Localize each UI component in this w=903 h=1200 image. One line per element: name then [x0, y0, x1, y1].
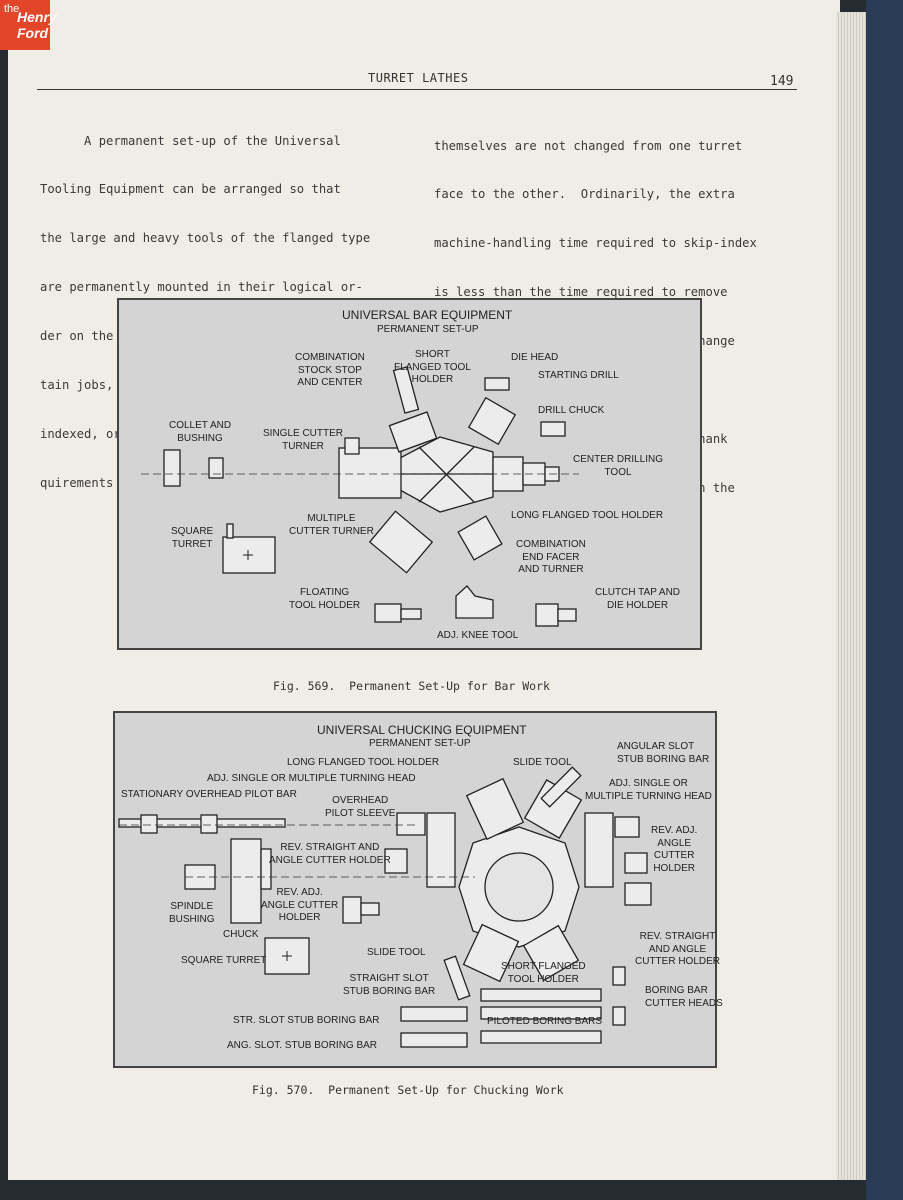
label-adj-single-right: ADJ. SINGLE OR MULTIPLE TURNING HEAD: [585, 778, 712, 802]
clutch-tap-holder: [535, 603, 559, 627]
text-line: face to the other. Ordinarily, the extra: [434, 187, 735, 202]
chucking-equipment-drawing: [118, 766, 652, 1048]
label-collet: COLLET AND BUSHING: [169, 420, 232, 444]
label-knee-tool: ADJ. KNEE TOOL: [437, 630, 519, 641]
running-head: TURRET LATHES: [368, 71, 469, 85]
multiple-cutter-turner: [368, 510, 434, 574]
rev-straight-holder-left: [384, 848, 408, 874]
figure-569-caption: Fig. 569. Permanent Set-Up for Bar Work: [273, 679, 550, 693]
figure-570-caption: Fig. 570. Permanent Set-Up for Chucking …: [252, 1083, 564, 1097]
text-line: are permanently mounted in their logical…: [40, 280, 363, 295]
henry-ford-logo: the Henry Ford: [0, 0, 57, 50]
single-cutter-turner: [338, 447, 402, 499]
label-short-flanged: SHORT FLANGED TOOL HOLDER: [501, 961, 586, 985]
label-rev-straight-left: REV. STRAIGHT AND ANGLE CUTTER HOLDER: [269, 842, 391, 866]
cutter-head-2: [612, 1006, 626, 1026]
logo-the: the: [4, 3, 20, 15]
label-slide-tool-bottom: SLIDE TOOL: [367, 947, 426, 958]
floating-holder: [374, 603, 402, 623]
piloted-bar-1: [480, 988, 602, 1002]
figure-title: UNIVERSAL BAR EQUIPMENT: [342, 308, 513, 322]
square-turret: [264, 937, 310, 975]
long-flanged-holder: [465, 777, 525, 841]
str-slot-bar: [400, 1006, 468, 1022]
chuck: [230, 838, 262, 924]
label-clutch-tap: CLUTCH TAP AND DIE HOLDER: [595, 587, 681, 611]
knee-tool: [455, 585, 494, 619]
logo-ford: Ford: [17, 25, 49, 41]
collet: [163, 449, 181, 487]
label-long-flanged: LONG FLANGED TOOL HOLDER: [287, 757, 440, 768]
text-line: Tooling Equipment can be arranged so tha…: [40, 182, 341, 197]
piloted-bar-2: [480, 1030, 602, 1044]
label-boring-bar: BORING BAR CUTTER HEADS: [645, 985, 723, 1009]
text-line: the large and heavy tools of the flanged…: [40, 231, 371, 246]
label-starting-drill: STARTING DRILL: [538, 370, 619, 381]
text-line: themselves are not changed from one turr…: [434, 138, 743, 153]
label-drill-chuck: DRILL CHUCK: [538, 405, 605, 416]
figure-569: UNIVERSAL BAR EQUIPMENT PERMANENT SET-UP…: [117, 298, 702, 650]
label-die-head: DIE HEAD: [511, 352, 559, 363]
label-rev-adj-right: REV. ADJ. ANGLE CUTTER HOLDER: [651, 825, 698, 874]
label-adj-single-left: ADJ. SINGLE OR MULTIPLE TURNING HEAD: [207, 773, 416, 784]
logo-henry: Henry: [17, 9, 57, 25]
label-str-slot: STR. SLOT STUB BORING BAR: [233, 1015, 380, 1026]
figure-title: UNIVERSAL CHUCKING EQUIPMENT: [317, 723, 527, 737]
figure-subtitle: PERMANENT SET-UP: [369, 738, 471, 749]
rev-adj-holder-right: [624, 852, 648, 874]
rev-straight-holder-right: [624, 882, 652, 906]
text-line: is less than the time required to remove: [434, 285, 728, 300]
figure-570: UNIVERSAL CHUCKING EQUIPMENT PERMANENT S…: [113, 711, 723, 1068]
label-angular-slot: ANGULAR SLOT STUB BORING BAR: [617, 741, 710, 765]
header-rule: [37, 89, 797, 90]
label-straight-slot: STRAIGHT SLOT STUB BORING BAR: [343, 973, 436, 997]
label-combination-end: COMBINATION END FACER AND TURNER: [516, 539, 586, 575]
label-square-turret: SQUARE TURRET: [181, 955, 267, 966]
straight-slot-bar: [443, 955, 471, 1001]
label-center-drilling: CENTER DRILLING TOOL: [573, 454, 664, 478]
book-cover-edge: [866, 0, 903, 1200]
label-rev-straight-right: REV. STRAIGHT AND ANGLE CUTTER HOLDER: [635, 931, 721, 967]
label-multiple-cutter: MULTIPLE CUTTER TURNER: [289, 513, 374, 537]
starting-drill: [484, 377, 510, 391]
overhead-pilot-sleeve-holder: [426, 812, 456, 888]
label-spindle: SPINDLE BUSHING: [169, 901, 215, 925]
page-stack-edge: [836, 12, 866, 1180]
label-slide-tool-top: SLIDE TOOL: [513, 757, 572, 768]
label-ang-slot: ANG. SLOT. STUB BORING BAR: [227, 1040, 378, 1051]
die-head-holder: [467, 396, 517, 446]
label-chuck: CHUCK: [223, 929, 259, 940]
label-floating: FLOATING TOOL HOLDER: [289, 587, 361, 611]
label-combination-stock-stop: COMBINATION STOCK STOP AND CENTER: [295, 352, 365, 388]
slide-tool-bottom: [462, 923, 520, 983]
label-piloted: PILOTED BORING BARS: [487, 1016, 603, 1027]
label-stationary: STATIONARY OVERHEAD PILOT BAR: [121, 789, 297, 800]
figure-subtitle: PERMANENT SET-UP: [377, 324, 479, 335]
text-line: A permanent set-up of the Universal: [40, 133, 341, 148]
page-number: 149: [770, 74, 794, 89]
label-short-flanged: SHORT FLANGED TOOL HOLDER: [394, 349, 471, 385]
label-square-turret: SQUARE TURRET: [171, 526, 214, 550]
end-facer: [457, 515, 503, 561]
stock-stop: [392, 366, 420, 414]
text-line: machine-handling time required to skip-i…: [434, 236, 757, 251]
drill-chuck: [540, 421, 566, 437]
ang-slot-bar: [400, 1032, 468, 1048]
label-long-flanged: LONG FLANGED TOOL HOLDER: [511, 510, 664, 521]
cutter-head-1: [612, 966, 626, 986]
bar-equipment-drawing: [141, 366, 579, 627]
label-single-cutter: SINGLE CUTTER TURNER: [263, 428, 344, 452]
label-rev-adj-left: REV. ADJ. ANGLE CUTTER HOLDER: [261, 887, 339, 923]
short-flanged-holder: [388, 411, 438, 453]
short-flanged-holder: [522, 924, 580, 982]
label-overhead-sleeve: OVERHEAD PILOT SLEEVE: [325, 795, 396, 819]
rev-adj-holder-left: [342, 896, 362, 924]
